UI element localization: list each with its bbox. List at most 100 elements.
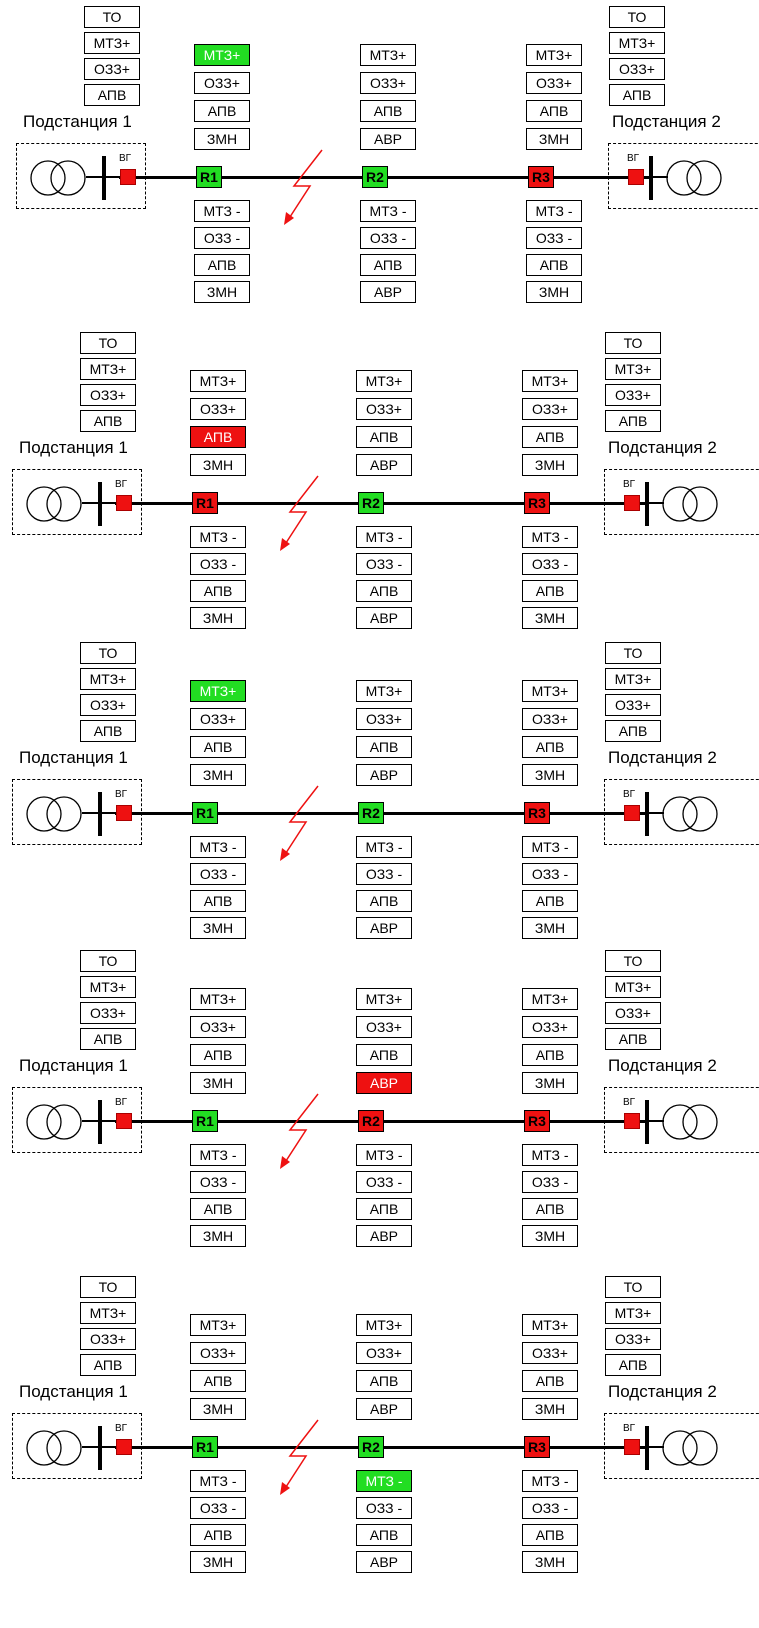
r3-top-ozz_plus: ОЗЗ+ <box>522 398 578 420</box>
sub1-protection-mtz_plus: МТЗ+ <box>80 976 136 998</box>
r3-bottom-apv: АПВ <box>522 890 578 912</box>
substation-1-label: Подстанция 1 <box>19 438 128 457</box>
recloser-r2[interactable]: R2 <box>362 166 388 188</box>
r2-bottom-ozz_minus: ОЗЗ - <box>356 863 412 885</box>
r2-bottom-avr: АВР <box>356 1225 412 1247</box>
breaker-1-icon <box>120 169 136 185</box>
substation-2-label: Подстанция 2 <box>608 1056 717 1075</box>
bus-bar-1 <box>98 1100 102 1144</box>
r2-top-apv: АПВ <box>356 426 412 448</box>
recloser-r2[interactable]: R2 <box>358 1436 384 1458</box>
r1-bottom-apv: АПВ <box>194 254 250 276</box>
r2-top-ozz_plus: ОЗЗ+ <box>360 72 416 94</box>
r2-bottom-apv: АПВ <box>356 890 412 912</box>
breaker-1-label: ВГ <box>115 479 128 490</box>
r2-top-avr: АВР <box>356 454 412 476</box>
r2-bottom-avr: АВР <box>356 1551 412 1573</box>
r2-top-avr: АВР <box>356 764 412 786</box>
r1-top-ozz_plus: ОЗЗ+ <box>190 1342 246 1364</box>
r3-top-mtz_plus: МТЗ+ <box>522 680 578 702</box>
sub1-protection-to: ТО <box>80 950 136 972</box>
r2-top-mtz_plus: МТЗ+ <box>356 370 412 392</box>
r2-bottom-apv: АПВ <box>360 254 416 276</box>
sub2-tap-line <box>640 502 664 504</box>
r1-bottom-mtz_minus: МТЗ - <box>190 1144 246 1166</box>
breaker-2-label: ВГ <box>623 479 636 490</box>
sub1-protection-mtz_plus: МТЗ+ <box>80 668 136 690</box>
breaker-1-icon <box>116 495 132 511</box>
sub1-tap-line <box>82 1446 122 1448</box>
r3-top-mtz_plus: МТЗ+ <box>526 44 582 66</box>
r3-top-apv: АПВ <box>522 1370 578 1392</box>
r1-top-mtz_plus: МТЗ+ <box>190 680 246 702</box>
r1-top-apv: АПВ <box>190 1044 246 1066</box>
recloser-r3[interactable]: R3 <box>524 492 550 514</box>
r3-top-mtz_plus: МТЗ+ <box>522 370 578 392</box>
r3-top-apv: АПВ <box>522 1044 578 1066</box>
breaker-1-label: ВГ <box>115 789 128 800</box>
recloser-r1[interactable]: R1 <box>192 492 218 514</box>
r1-top-mtz_plus: МТЗ+ <box>194 44 250 66</box>
r2-top-ozz_plus: ОЗЗ+ <box>356 398 412 420</box>
recloser-r1[interactable]: R1 <box>196 166 222 188</box>
substation-2-label: Подстанция 2 <box>608 438 717 457</box>
sub2-protection-mtz_plus: МТЗ+ <box>605 976 661 998</box>
r2-top-apv: АПВ <box>360 100 416 122</box>
r2-bottom-ozz_minus: ОЗЗ - <box>356 553 412 575</box>
sub1-tap-line <box>82 812 122 814</box>
recloser-r3[interactable]: R3 <box>524 802 550 824</box>
r2-bottom-apv: АПВ <box>356 1524 412 1546</box>
recloser-r1[interactable]: R1 <box>192 1110 218 1132</box>
bus-bar-2 <box>645 1100 649 1144</box>
r1-bottom-ozz_minus: ОЗЗ - <box>194 227 250 249</box>
r1-bottom-mtz_minus: МТЗ - <box>190 526 246 548</box>
r1-top-ozz_plus: ОЗЗ+ <box>194 72 250 94</box>
r1-top-zmn: ЗМН <box>190 1398 246 1420</box>
substation-2-label: Подстанция 2 <box>608 748 717 767</box>
breaker-1-label: ВГ <box>115 1097 128 1108</box>
sub2-protection-apv: АПВ <box>605 410 661 432</box>
transformer-2-icon <box>662 486 718 522</box>
r2-bottom-avr: АВР <box>356 917 412 939</box>
recloser-r3[interactable]: R3 <box>524 1110 550 1132</box>
recloser-r2[interactable]: R2 <box>358 802 384 824</box>
r1-bottom-apv: АПВ <box>190 1524 246 1546</box>
breaker-2-icon <box>624 1113 640 1129</box>
recloser-r1[interactable]: R1 <box>192 1436 218 1458</box>
recloser-r2[interactable]: R2 <box>358 492 384 514</box>
r3-bottom-zmn: ЗМН <box>522 917 578 939</box>
r3-top-apv: АПВ <box>526 100 582 122</box>
r2-top-mtz_plus: МТЗ+ <box>356 1314 412 1336</box>
r1-bottom-zmn: ЗМН <box>190 607 246 629</box>
transformer-1-icon <box>26 486 82 522</box>
r1-bottom-apv: АПВ <box>190 890 246 912</box>
breaker-1-label: ВГ <box>119 153 132 164</box>
breaker-1-icon <box>116 1113 132 1129</box>
r1-top-apv: АПВ <box>194 100 250 122</box>
breaker-1-label: ВГ <box>115 1423 128 1434</box>
r2-top-ozz_plus: ОЗЗ+ <box>356 1016 412 1038</box>
recloser-r2[interactable]: R2 <box>358 1110 384 1132</box>
recloser-r1[interactable]: R1 <box>192 802 218 824</box>
r2-top-apv: АПВ <box>356 1044 412 1066</box>
r1-bottom-zmn: ЗМН <box>190 1551 246 1573</box>
breaker-2-label: ВГ <box>623 1423 636 1434</box>
sub2-protection-mtz_plus: МТЗ+ <box>605 358 661 380</box>
r2-top-mtz_plus: МТЗ+ <box>360 44 416 66</box>
bus-bar-2 <box>645 482 649 526</box>
sub2-tap-line <box>640 812 664 814</box>
sub2-protection-to: ТО <box>605 950 661 972</box>
r1-top-zmn: ЗМН <box>194 128 250 150</box>
breaker-2-label: ВГ <box>623 789 636 800</box>
r3-top-mtz_plus: МТЗ+ <box>522 1314 578 1336</box>
substation-1-label: Подстанция 1 <box>23 112 132 131</box>
r3-bottom-ozz_minus: ОЗЗ - <box>522 553 578 575</box>
recloser-r3[interactable]: R3 <box>524 1436 550 1458</box>
recloser-r3[interactable]: R3 <box>528 166 554 188</box>
r3-bottom-zmn: ЗМН <box>522 607 578 629</box>
r2-bottom-mtz_minus: МТЗ - <box>356 1470 412 1492</box>
r2-top-apv: АПВ <box>356 1370 412 1392</box>
sub1-protection-ozz_plus: ОЗЗ+ <box>84 58 140 80</box>
